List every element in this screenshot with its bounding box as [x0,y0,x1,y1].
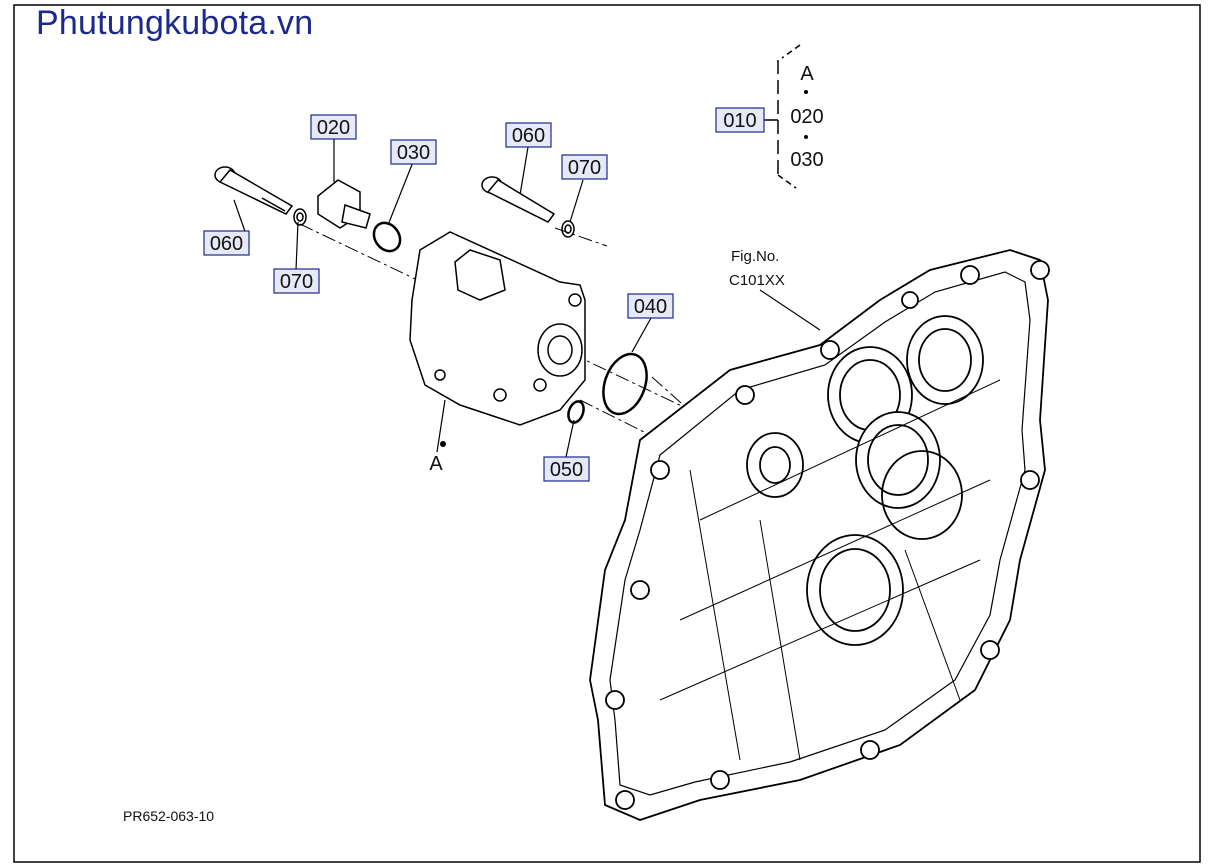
callout-010: 010 [715,107,765,133]
svg-text:010: 010 [723,110,756,132]
drawing-frame [13,4,1201,863]
washer-right-icon [561,220,575,238]
callouts: 020 030 060 070 060 070 [203,107,765,482]
o-ring-040-icon [602,352,648,416]
callout-060-right: 060 [505,122,552,148]
washer-left-icon [293,208,307,226]
svg-text:070: 070 [568,157,601,179]
watermark-title: Phutungkubota.vn [36,4,314,42]
svg-text:030: 030 [397,142,430,164]
callout-030: 030 [390,139,437,165]
drawing-ref-number: PR652-063-10 [123,808,215,824]
hydraulic-pump-icon [409,231,586,426]
leader-lines [233,138,821,458]
callout-070-left: 070 [273,268,320,294]
svg-text:050: 050 [550,459,583,481]
svg-text:040: 040 [634,296,667,318]
bolt-left-icon [214,166,294,215]
assembly-key-item-030: 030 [790,149,823,171]
fig-ref-line1: Fig.No. [731,248,780,265]
plug-icon [317,179,371,229]
callout-040: 040 [627,293,674,319]
pump-point [440,441,446,447]
assembly-key-item-020: 020 [790,106,823,128]
callout-060-left: 060 [203,230,250,256]
callout-050: 050 [543,456,590,482]
callout-070-right: 070 [561,154,608,180]
o-ring-050-icon [567,400,585,424]
o-ring-030-icon [372,221,402,253]
assembly-key [764,44,808,189]
bolt-right-icon [481,176,556,223]
callout-020: 020 [310,114,357,140]
pump-label: A [429,453,443,475]
transmission-housing-icon [589,249,1050,821]
svg-text:020: 020 [317,117,350,139]
svg-text:060: 060 [512,125,545,147]
svg-text:060: 060 [210,233,243,255]
fig-ref-line2: C101XX [729,272,785,289]
svg-text:070: 070 [280,271,313,293]
assembly-key-item-a: A [800,63,814,85]
